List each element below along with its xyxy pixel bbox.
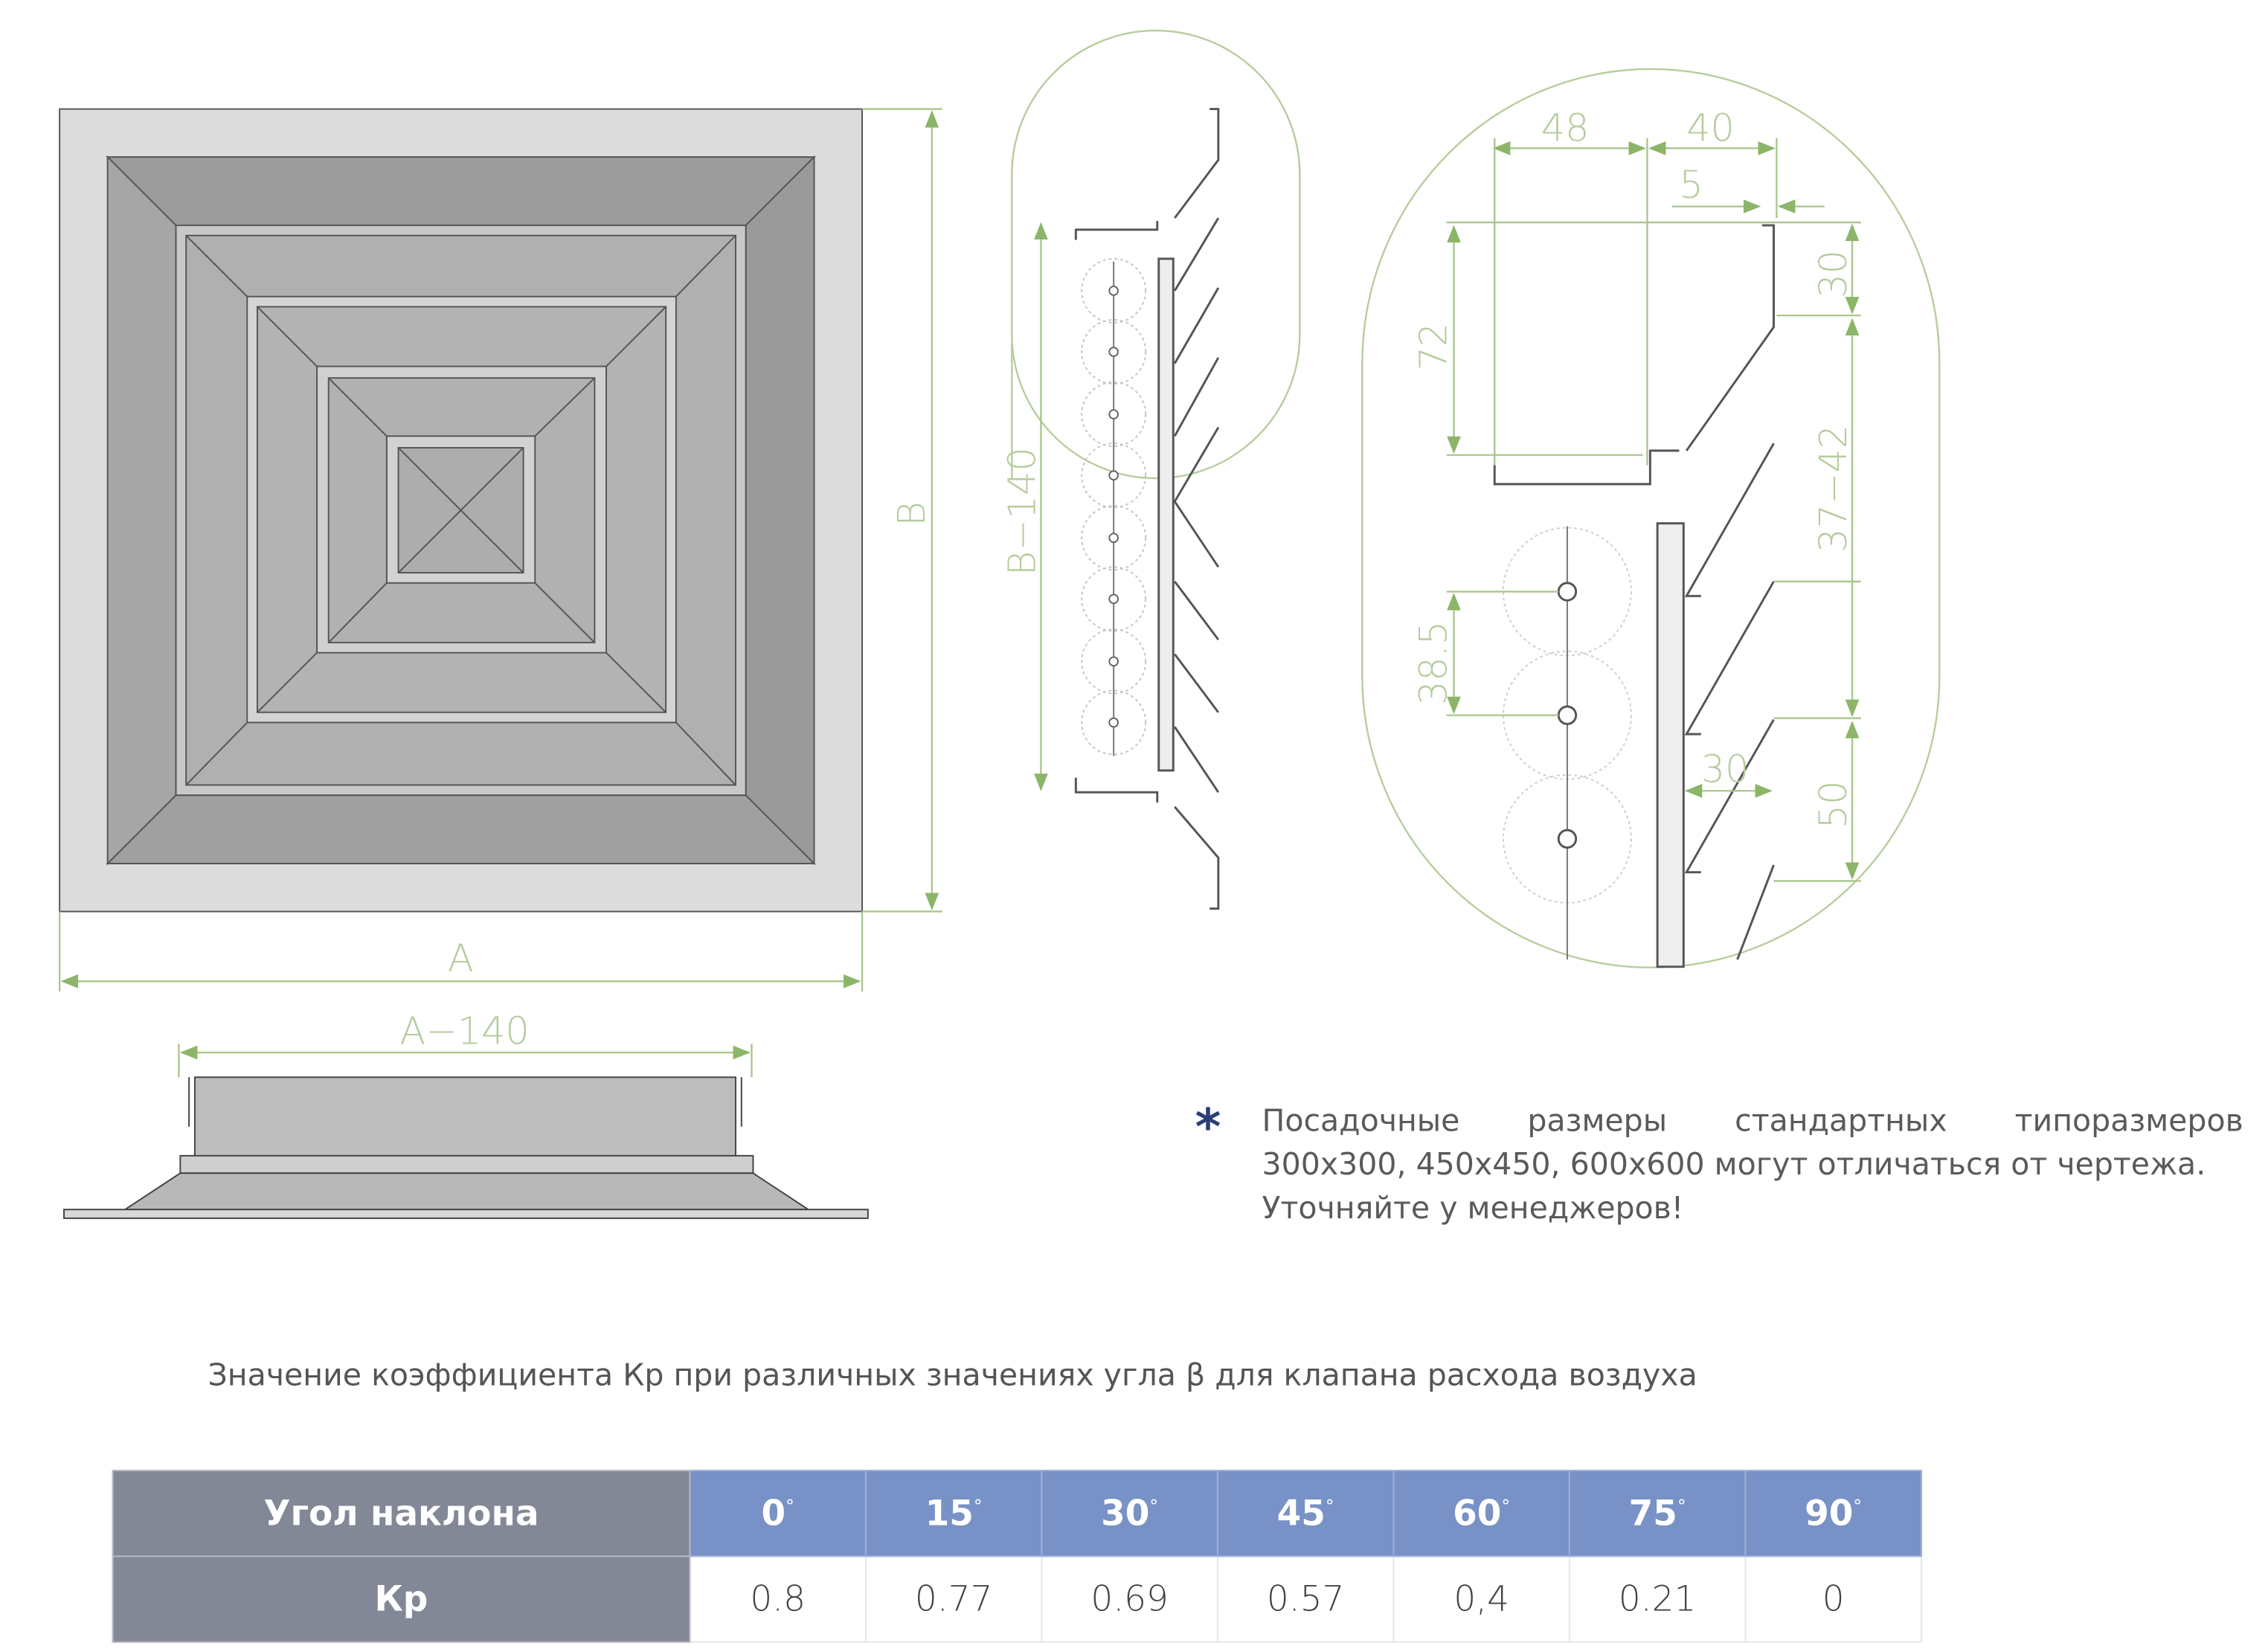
kp-value: 0.21 — [1568, 1555, 1747, 1643]
front-view — [59, 108, 863, 913]
kp-value: 0 — [1744, 1555, 1922, 1643]
detail-view — [1361, 68, 1941, 968]
dim-30-louvre: 30 — [1701, 748, 1750, 791]
dim-30-top: 30 — [1811, 250, 1855, 298]
kp-table: Угол наклона 0° 15° 30° 45° 60° 75° 90° … — [112, 1469, 1922, 1643]
kp-value: 0.57 — [1216, 1555, 1395, 1643]
dim-38-5: 38.5 — [1412, 621, 1456, 705]
kp-value: 0.8 — [689, 1555, 867, 1643]
asterisk-icon: * — [1195, 1099, 1221, 1157]
dim-50: 50 — [1811, 780, 1855, 829]
note-line-1: Посадочные размеры стандартных типоразме… — [1262, 1103, 2243, 1139]
dim-40: 40 — [1686, 106, 1735, 150]
angle-cell: 15° — [864, 1469, 1043, 1558]
note: Посадочные размеры стандартных типоразме… — [1262, 1099, 2243, 1230]
dim-48: 48 — [1541, 106, 1590, 150]
note-line-2: 300x300, 450x450, 600x600 могут отличать… — [1262, 1147, 2206, 1183]
front-dimensions — [58, 108, 942, 991]
note-line-3: Уточняйте у менеджеров! — [1262, 1190, 1684, 1226]
dim-37-42: 37−42 — [1811, 425, 1855, 553]
angle-cell: 0° — [689, 1469, 867, 1558]
dim-72: 72 — [1412, 323, 1456, 371]
table-row: Кр 0.8 0.77 0.69 0.57 0,4 0.21 0 — [112, 1555, 1922, 1643]
kp-value: 0,4 — [1392, 1555, 1570, 1643]
dim-label-a-140: A−140 — [399, 1009, 529, 1052]
dim-5: 5 — [1679, 163, 1703, 207]
table-header-row: Угол наклона 0° 15° 30° 45° 60° 75° 90° — [112, 1469, 1922, 1558]
side-view — [63, 1076, 869, 1219]
angle-cell: 60° — [1392, 1469, 1570, 1558]
angle-cell: 90° — [1744, 1469, 1922, 1558]
dim-label-b-140: B−140 — [1000, 447, 1044, 576]
kp-value: 0.77 — [864, 1555, 1043, 1643]
angle-cell: 45° — [1216, 1469, 1395, 1558]
row-label: Кр — [112, 1555, 691, 1643]
angle-cell: 30° — [1041, 1469, 1218, 1558]
table-caption: Значение коэффициента Кр при различных з… — [208, 1357, 1697, 1393]
section-view — [1011, 29, 1301, 910]
angle-cell: 75° — [1568, 1469, 1747, 1558]
dim-label-b: B — [890, 501, 934, 526]
dim-label-a: A — [448, 936, 474, 980]
kp-value: 0.69 — [1041, 1555, 1218, 1643]
header-label: Угол наклона — [112, 1469, 691, 1558]
